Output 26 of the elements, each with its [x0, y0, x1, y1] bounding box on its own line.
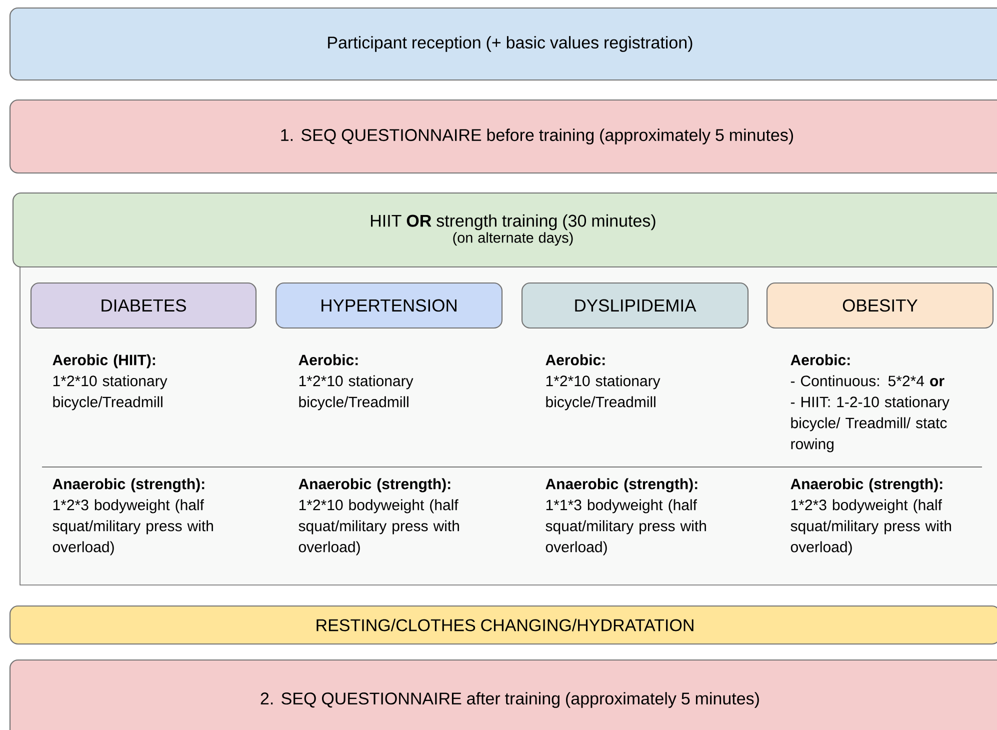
exercise-description: 1*2*3 bodyweight (half squat/military press with overload)	[790, 499, 951, 556]
step-box: Participant reception (+ basic values registration)	[9, 7, 997, 81]
training-box: HIIT OR strength training (30 minutes) (on alternate days)	[12, 192, 997, 268]
category-box: OBESITY	[766, 282, 994, 329]
exercise-heading: Aerobic:	[546, 354, 605, 366]
step-box: 2. SEQ QUESTIONNAIRE after training (approximately 5 minutes)	[9, 659, 997, 730]
exercise-heading: Anaerobic (strength):	[790, 478, 942, 492]
exercise-description: 1*2*10 stationary bicycle/Treadmill	[546, 375, 660, 410]
exercise-description: 1*2*3 bodyweight (half squat/military press with overload)	[52, 499, 213, 556]
exercise-description: 1*1*3 bodyweight (half squat/military press with overload)	[546, 499, 706, 556]
exercise-description: 1*2*10 stationary bicycle/Treadmill	[53, 375, 168, 410]
category-box: DYSLIPIDEMIA	[521, 282, 749, 329]
exercise-heading: Aerobic (HIIT):	[52, 354, 155, 368]
exercise-heading: Aerobic:	[298, 354, 358, 366]
exercise-description: 1*2*10 bodyweight (half squat/military press with overload)	[298, 499, 459, 556]
exercise-heading: Aerobic:	[790, 354, 850, 366]
exercise-description: - HIIT: 1-2-10 stationary bicycle/ Treadmill/ statc rowing	[790, 396, 950, 452]
step-box: RESTING/CLOTHES CHANGING/HYDRATATION	[9, 605, 997, 645]
exercise-description: - Continuous: 5*2*4 or	[790, 375, 944, 386]
exercise-heading: Anaerobic (strength):	[546, 478, 698, 492]
exercise-heading: Anaerobic (strength):	[52, 478, 204, 492]
category-box: DIABETES	[30, 282, 257, 329]
category-box: HYPERTENSION	[275, 282, 503, 329]
exercise-description: 1*2*10 stationary bicycle/Treadmill	[299, 375, 414, 410]
exercise-heading: Anaerobic (strength):	[298, 478, 450, 492]
step-box: 1. SEQ QUESTIONNAIRE before training (approximately 5 minutes)	[9, 99, 997, 174]
